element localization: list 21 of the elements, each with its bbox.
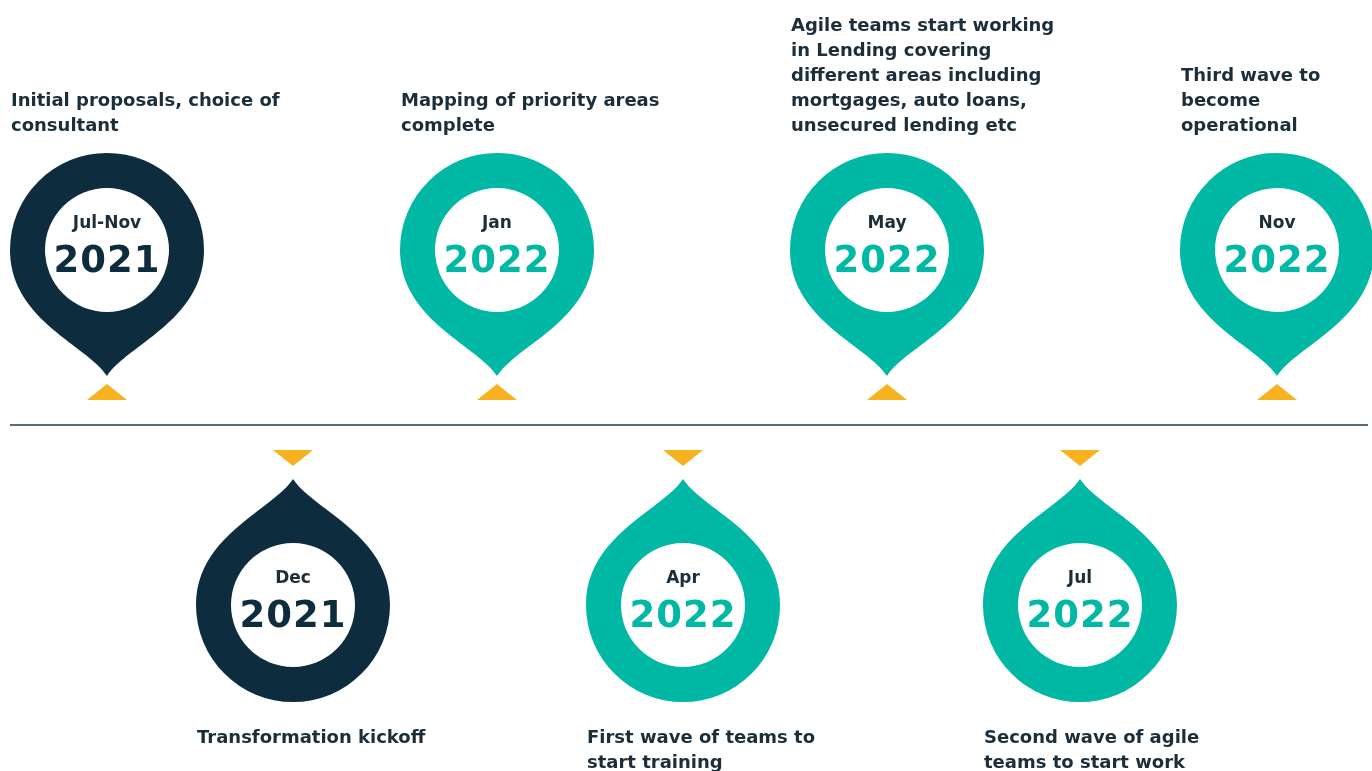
milestone-description: Initial proposals, choice of consultant: [11, 88, 281, 137]
year-text: 2021: [238, 593, 348, 636]
milestone-description: First wave of teams to start training: [587, 725, 817, 771]
milestone-description: Transformation kickoff: [197, 725, 427, 749]
year-text: 2022: [832, 238, 942, 281]
month-text: Apr: [665, 567, 701, 587]
year-text: 2022: [628, 593, 738, 636]
month-text: Jan: [480, 212, 513, 232]
month-text: Nov: [1257, 212, 1297, 232]
month-text: Jul: [1065, 567, 1094, 587]
year-text: 2022: [1025, 593, 1135, 636]
month-text: Dec: [274, 567, 312, 587]
milestone-description: Mapping of priority areas complete: [401, 88, 661, 137]
milestone-description: Third wave to become operational: [1181, 63, 1322, 137]
month-text: May: [866, 212, 908, 232]
milestone-description: Agile teams start working in Lending covering different areas including mortgages, auto loans, unsecured lending etc: [791, 13, 1056, 137]
year-text: 2021: [52, 238, 162, 281]
month-text: Jul-Nov: [70, 212, 143, 232]
year-text: 2022: [442, 238, 552, 281]
milestone-description: Second wave of agile teams to start work: [984, 725, 1201, 771]
year-text: 2022: [1222, 238, 1332, 281]
